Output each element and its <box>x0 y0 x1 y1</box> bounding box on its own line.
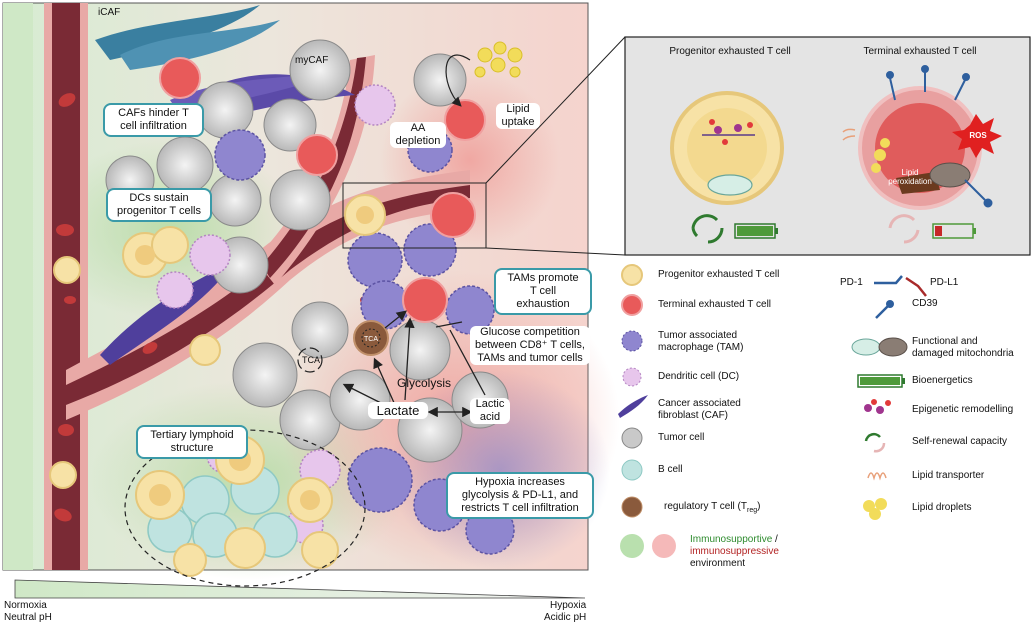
label-lipid-uptake: Lipid uptake <box>496 103 540 129</box>
inset-lipid-peroxidation-label: Lipid peroxidation <box>888 168 932 186</box>
legend-tam: Tumor associated macrophage (TAM) <box>658 330 744 353</box>
label-glycolysis: Glycolysis <box>396 376 451 390</box>
legend-dendritic: Dendritic cell (DC) <box>658 371 740 382</box>
inset-terminal-cell <box>842 65 1002 210</box>
lipid-droplets-icon <box>474 41 523 78</box>
callout-hypoxia: Hypoxia increases glycolysis & PD-L1, an… <box>446 472 594 519</box>
terminal-t-cells <box>159 57 486 323</box>
legend-epigenetic: Epigenetic remodelling <box>912 404 1014 415</box>
label-lactic-acid: Lactic acid <box>470 398 510 424</box>
label-aa-depletion: AA depletion <box>390 122 446 148</box>
label-tca-treg: TCA <box>364 336 378 343</box>
legend-mitochondria: Functional and damaged mitochondria <box>912 336 1014 359</box>
legend-tumor: Tumor cell <box>658 432 705 443</box>
callout-tams-promote: TAMs promote T cell exhaustion <box>494 268 592 315</box>
label-normoxia: Normoxia <box>4 600 47 611</box>
icaf-label: iCAF <box>98 7 121 18</box>
inset-battery-low-icon <box>932 223 976 239</box>
legend-icons-right <box>851 275 927 520</box>
legend-cd39: CD39 <box>912 298 938 309</box>
legend-pd1: PD-1 <box>840 277 863 288</box>
inset-terminal-title: Terminal exhausted T cell <box>863 46 977 57</box>
label-lactate: Lactate <box>368 402 428 419</box>
inset-battery-full-icon <box>734 223 778 239</box>
legend-b-cell: B cell <box>658 464 683 475</box>
inset-progenitor-title: Progenitor exhausted T cell <box>669 46 791 57</box>
label-neutral-ph: Neutral pH <box>4 612 52 623</box>
tca-cycle-icon <box>297 347 323 373</box>
inset-progenitor-cell <box>670 91 784 205</box>
inset-self-renewal-icon <box>691 214 920 244</box>
legend-self-renewal: Self-renewal capacity <box>912 436 1008 447</box>
icaf-fibroblasts <box>95 5 280 70</box>
inset-ros-label: ROS <box>969 131 987 140</box>
zoom-region-box <box>342 182 487 249</box>
label-glucose-competition: Glucose competition between CD8⁺ T cells… <box>470 326 590 365</box>
legend-treg: regulatory T cell (Treg) <box>664 501 761 514</box>
legend-caf: Cancer associated fibroblast (CAF) <box>658 398 741 421</box>
treg-cell <box>353 320 389 356</box>
callout-dcs-sustain: DCs sustain progenitor T cells <box>106 188 212 222</box>
legend-icons-left <box>618 264 676 558</box>
label-tca-left: TCA <box>302 355 320 365</box>
legend-lipid-transporter: Lipid transporter <box>912 470 985 481</box>
legend-lipid-droplets: Lipid droplets <box>912 502 972 513</box>
oxygen-ph-gradient-bar <box>14 579 586 599</box>
legend-terminal: Terminal exhausted T cell <box>658 299 772 310</box>
label-acidic-ph: Acidic pH <box>544 612 587 623</box>
legend-progenitor: Progenitor exhausted T cell <box>658 269 780 280</box>
mycaf-label: myCAF <box>295 55 329 66</box>
legend-bioenergetics: Bioenergetics <box>912 375 973 386</box>
callout-cafs-hinder: CAFs hinder T cell infiltration <box>103 103 204 137</box>
callout-tertiary-lymphoid: Tertiary lymphoid structure <box>136 425 248 459</box>
legend-pdl1: PD-L1 <box>930 277 959 288</box>
label-hypoxia: Hypoxia <box>550 600 587 611</box>
